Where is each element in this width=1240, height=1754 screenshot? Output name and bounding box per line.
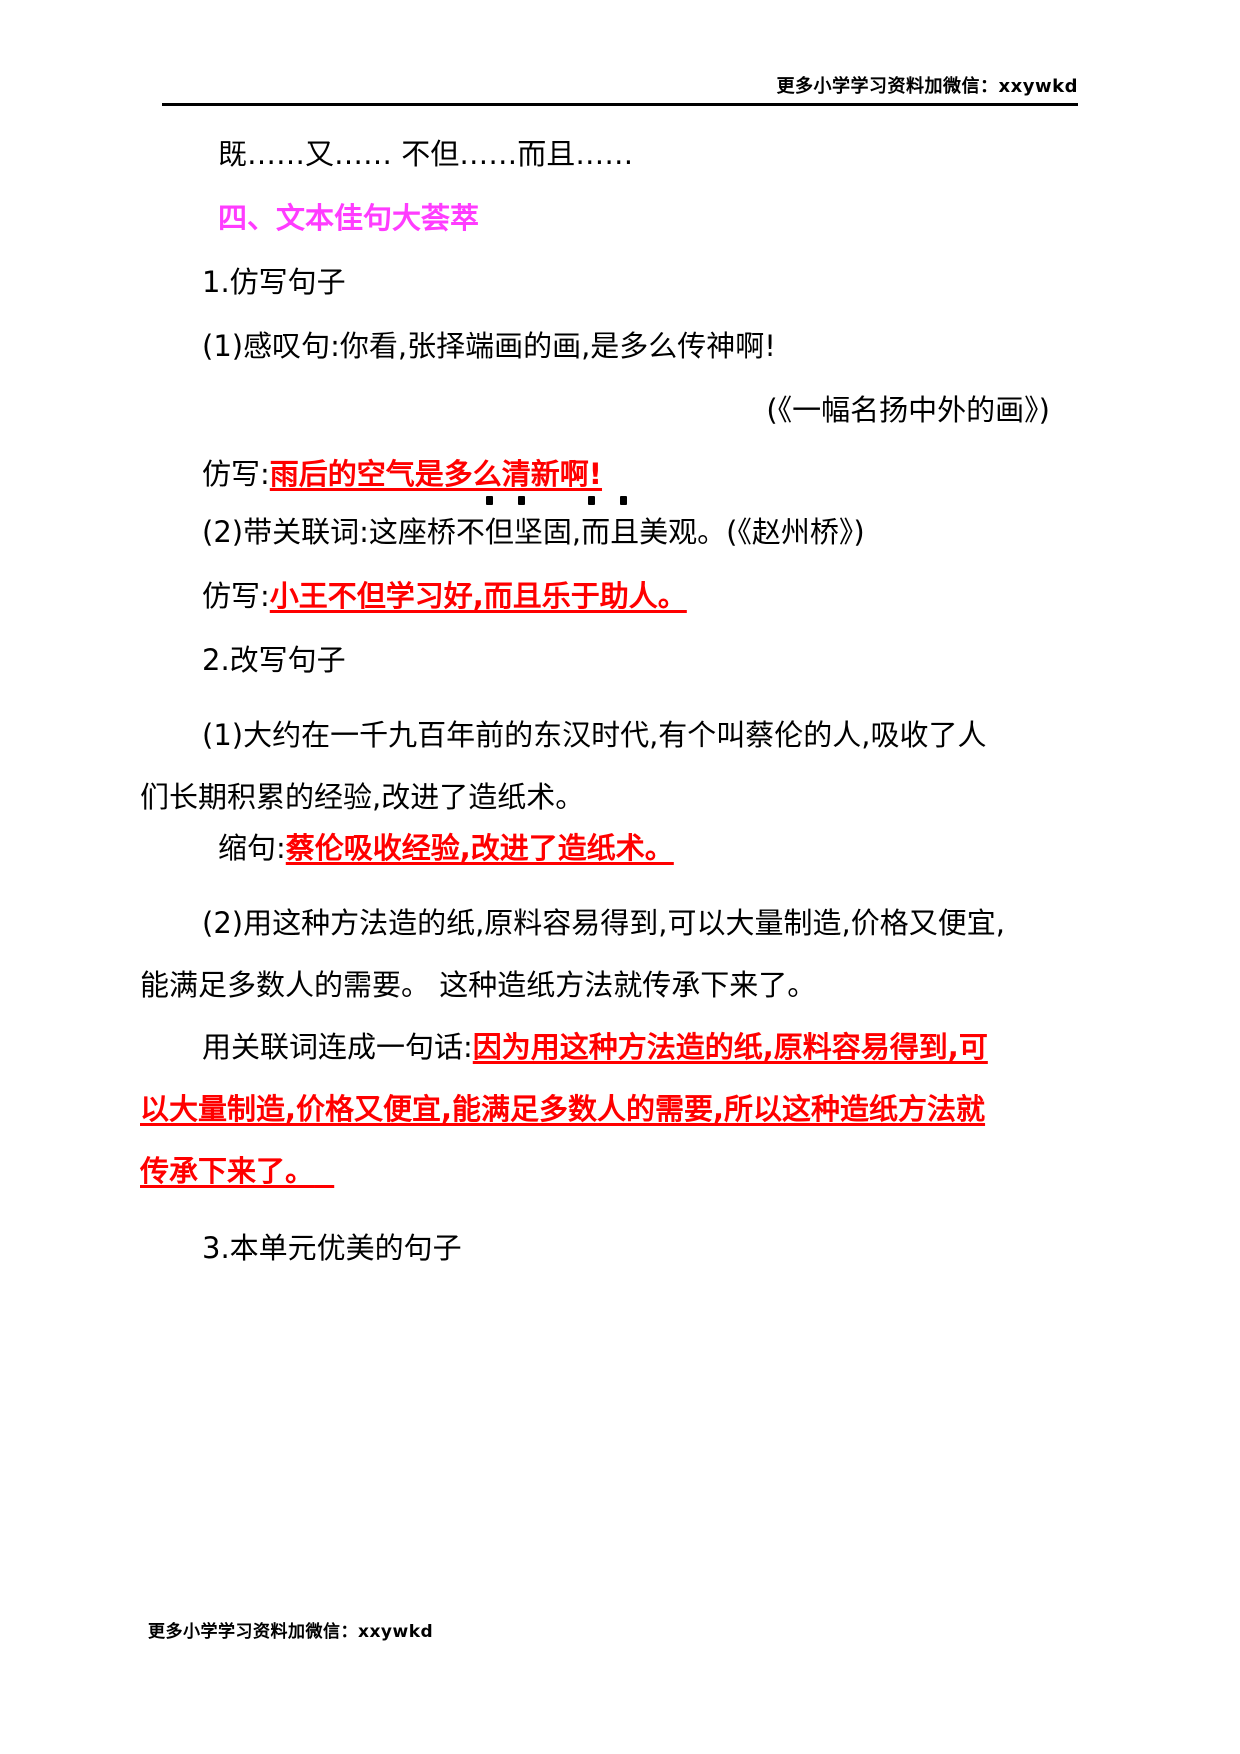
emphasis-dot bbox=[588, 496, 595, 505]
item-2-answer-2-block: 用关联词连成一句话:因为用这种方法造的纸,原料容易得到,可 以大量制造,价格又便… bbox=[140, 1016, 1080, 1202]
item-1-answer-2-label: 仿写: bbox=[202, 579, 270, 613]
item-2-sub-1-line-2: 们长期积累的经验,改进了造纸术。 bbox=[140, 780, 585, 814]
item-2-block: 2.改写句子 bbox=[140, 640, 1080, 680]
item-3-block: 3.本单元优美的句子 bbox=[140, 1228, 1080, 1268]
item-1-answer-1-block: 仿写:雨后的空气是多么清新啊! bbox=[140, 454, 1080, 494]
connectives-block: 既……又…… 不但……而且…… bbox=[140, 134, 1080, 174]
item-1-sub-1-text: (1)感叹句:你看,张择端画的画,是多么传神啊! bbox=[202, 329, 776, 363]
item-2-answer-1-text: 蔡伦吸收经验,改进了造纸术。 bbox=[285, 831, 674, 865]
item-2-title: 2.改写句子 bbox=[202, 643, 346, 677]
item-2-answer-1-block: 缩句:蔡伦吸收经验,改进了造纸术。 bbox=[140, 828, 1080, 868]
item-2-answer-2-text-1: 因为用这种方法造的纸,原料容易得到,可 bbox=[472, 1030, 988, 1064]
item-2-sub-2-block: (2)用这种方法造的纸,原料容易得到,可以大量制造,价格又便宜, 能满足多数人的… bbox=[140, 892, 1080, 1016]
connectives-line: 既……又…… 不但……而且…… bbox=[218, 137, 634, 171]
item-1-answer-2-text: 小王不但学习好,而且乐于助人。 bbox=[269, 579, 687, 613]
header-divider-rule bbox=[162, 103, 1078, 106]
item-2-answer-2-text-3: 传承下来了。 bbox=[140, 1154, 315, 1188]
emphasis-dot bbox=[620, 496, 627, 505]
footer-watermark-text: 更多小学学习资料加微信：xxywkd bbox=[148, 1622, 434, 1642]
item-2-sub-2-line-2: 能满足多数人的需要。 这种造纸方法就传承下来了。 bbox=[140, 968, 817, 1002]
item-1-block: 1.仿写句子 bbox=[140, 262, 1080, 302]
item-3-title: 3.本单元优美的句子 bbox=[202, 1231, 462, 1265]
item-2-answer-1-line: 缩句:蔡伦吸收经验,改进了造纸术。 bbox=[140, 828, 1080, 868]
item-1-sub-1-source: (《一幅名扬中外的画》) bbox=[766, 393, 1050, 427]
document-body: 既……又…… 不但……而且…… 四、文本佳句大荟萃 1.仿写句子 (1)感叹句:… bbox=[140, 134, 1080, 1292]
section-heading-block: 四、文本佳句大荟萃 bbox=[140, 198, 1080, 238]
page-header: 更多小学学习资料加微信：xxywkd bbox=[162, 76, 1078, 112]
item-1-sub-2-block: (2)带关联词:这座桥不但坚固,而且美观。(《赵州桥》) bbox=[140, 512, 1080, 552]
section-heading-four: 四、文本佳句大荟萃 bbox=[218, 201, 480, 235]
item-2-answer-2-line-3: 传承下来了。 bbox=[140, 1140, 1080, 1202]
item-2-answer-2-trailing-rule bbox=[314, 1154, 334, 1188]
item-1-answer-2-block: 仿写:小王不但学习好,而且乐于助人。 bbox=[140, 576, 1080, 616]
item-1-sub-1-source-block: (《一幅名扬中外的画》) bbox=[140, 390, 1080, 430]
item-2-sub-2-line-1: (2)用这种方法造的纸,原料容易得到,可以大量制造,价格又便宜, bbox=[202, 906, 1005, 940]
item-2-answer-2-line-2: 以大量制造,价格又便宜,能满足多数人的需要,所以这种造纸方法就 bbox=[140, 1078, 1080, 1140]
emphasis-dots-row bbox=[140, 494, 1080, 512]
item-1-sub-1-block: (1)感叹句:你看,张择端画的画,是多么传神啊! bbox=[140, 326, 1080, 366]
item-1-answer-1-text: 雨后的空气是多么清新啊! bbox=[269, 457, 603, 491]
item-1-sub-2-text: (2)带关联词:这座桥不但坚固,而且美观。(《赵州桥》) bbox=[202, 515, 865, 549]
header-watermark-text: 更多小学学习资料加微信：xxywkd bbox=[776, 76, 1078, 97]
item-1-answer-1-label: 仿写: bbox=[202, 457, 270, 491]
item-2-sub-1-block: (1)大约在一千九百年前的东汉时代,有个叫蔡伦的人,吸收了人 们长期积累的经验,… bbox=[140, 704, 1080, 828]
item-2-answer-2-label: 用关联词连成一句话: bbox=[202, 1030, 473, 1064]
item-1-title: 1.仿写句子 bbox=[202, 265, 346, 299]
item-2-answer-2-text-2: 以大量制造,价格又便宜,能满足多数人的需要,所以这种造纸方法就 bbox=[140, 1092, 986, 1126]
item-2-answer-1-label: 缩句: bbox=[218, 831, 286, 865]
item-2-answer-2-line-1: 用关联词连成一句话:因为用这种方法造的纸,原料容易得到,可 bbox=[140, 1016, 1080, 1078]
item-1-answer-2-line: 仿写:小王不但学习好,而且乐于助人。 bbox=[140, 576, 1080, 616]
emphasis-dot bbox=[486, 496, 493, 505]
item-2-sub-1-line-1: (1)大约在一千九百年前的东汉时代,有个叫蔡伦的人,吸收了人 bbox=[202, 718, 987, 752]
emphasis-dot bbox=[518, 496, 525, 505]
item-1-answer-1-line: 仿写:雨后的空气是多么清新啊! bbox=[140, 454, 1080, 494]
